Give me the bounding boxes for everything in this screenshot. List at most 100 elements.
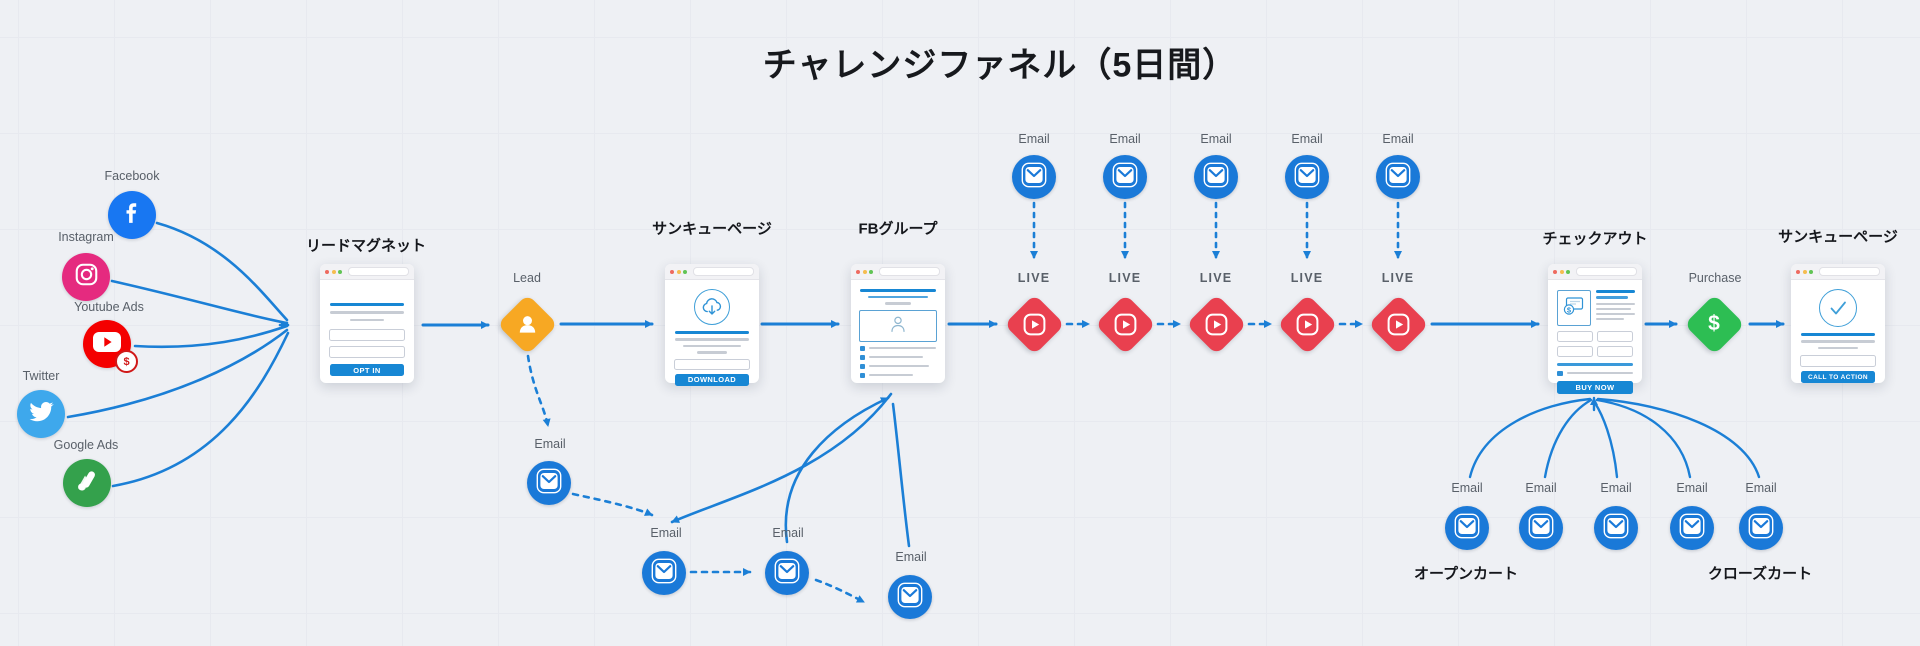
window-controls xyxy=(1548,264,1642,280)
cloud-download-icon xyxy=(694,289,730,325)
live-play-icon xyxy=(1296,313,1319,336)
address-bar xyxy=(1818,267,1880,276)
cta-field xyxy=(1800,355,1876,367)
twitter-node[interactable] xyxy=(17,390,65,438)
nurture-email-2-label: Email xyxy=(772,526,804,540)
instagram-icon xyxy=(73,261,100,293)
address-bar xyxy=(692,267,754,276)
live-day4-email-node[interactable] xyxy=(1285,155,1329,199)
checkout-field xyxy=(1597,346,1633,357)
cart-email-5-node[interactable] xyxy=(1739,506,1783,550)
connector-facebook-to-leadmagnet xyxy=(155,221,289,322)
download-field xyxy=(674,358,750,370)
purchase-dollar-icon: $ xyxy=(1708,312,1720,335)
connector-lead-to-email xyxy=(526,354,551,428)
window-controls xyxy=(320,264,414,280)
checkout-field xyxy=(1557,331,1593,342)
connector-twitter-to-leadmagnet xyxy=(66,328,289,419)
nurture-email-3-node[interactable] xyxy=(888,575,932,619)
cart-email-1-node[interactable] xyxy=(1445,506,1489,550)
nurture-email-3-label: Email xyxy=(895,550,927,564)
youtube-ads-node[interactable]: $ xyxy=(83,320,138,373)
thank-you-final-content: CALL TO ACTION xyxy=(1791,280,1885,383)
connector-cartemail2-to-checkout xyxy=(1543,398,1593,479)
lead-magnet-window[interactable]: OPT IN xyxy=(320,264,414,383)
live-day1-email-node[interactable] xyxy=(1012,155,1056,199)
connector-cartemail1-to-checkout xyxy=(1468,397,1592,479)
live-day1-email-label: Email xyxy=(1018,132,1050,146)
live-day2-node[interactable] xyxy=(1094,293,1156,355)
thank-you-final-window[interactable]: CALL TO ACTION xyxy=(1791,264,1885,383)
price-tag-icon: $ xyxy=(1562,295,1586,322)
connector-instagram-to-leadmagnet xyxy=(110,279,289,325)
thank-you-download-label: サンキューページ xyxy=(652,220,772,238)
connector-youtube-to-leadmagnet xyxy=(133,324,289,349)
purchase-node[interactable]: $ xyxy=(1683,293,1745,355)
email-icon xyxy=(1021,162,1047,193)
live-day5-email-node[interactable] xyxy=(1376,155,1420,199)
live-day2-email-node[interactable] xyxy=(1103,155,1147,199)
connector-googleads-to-leadmagnet xyxy=(111,331,290,488)
thank-you-download-window[interactable]: DOWNLOAD xyxy=(665,264,759,386)
live-day5-email-label: Email xyxy=(1382,132,1414,146)
live-day4-node[interactable] xyxy=(1276,293,1338,355)
fb-group-window[interactable] xyxy=(851,264,945,383)
email-icon xyxy=(1454,513,1480,544)
email-icon xyxy=(1294,162,1320,193)
cart-email-4-node[interactable] xyxy=(1670,506,1714,550)
address-bar xyxy=(1575,267,1637,276)
live-play-icon xyxy=(1387,313,1410,336)
email-icon xyxy=(651,558,677,589)
google-ads-label: Google Ads xyxy=(53,438,119,452)
group-member-box xyxy=(859,309,937,342)
connector-cartemail4-to-checkout xyxy=(1595,398,1692,479)
cart-email-4-label: Email xyxy=(1676,481,1708,495)
optin-field xyxy=(329,329,405,341)
connector-fbgroup-to-nurture1 xyxy=(670,392,893,524)
call-to-action-button: CALL TO ACTION xyxy=(1801,371,1875,383)
dollar-badge-icon: $ xyxy=(115,350,138,373)
nurture-email-1-node[interactable] xyxy=(642,551,686,595)
checkout-window[interactable]: $ BUY NOW xyxy=(1548,264,1642,394)
live-day3-label: LIVE xyxy=(1199,271,1233,285)
optin-field-2 xyxy=(329,346,405,358)
lead-magnet-content: OPT IN xyxy=(320,280,414,376)
live-day2-label: LIVE xyxy=(1108,271,1142,285)
facebook-node[interactable] xyxy=(108,191,156,239)
live-play-icon xyxy=(1023,313,1046,336)
google-ads-node[interactable] xyxy=(63,459,111,507)
cart-email-3-node[interactable] xyxy=(1594,506,1638,550)
live-day3-email-node[interactable] xyxy=(1194,155,1238,199)
lead-magnet-label: リードマグネット xyxy=(305,237,427,255)
live-day5-label: LIVE xyxy=(1381,271,1415,285)
instagram-node[interactable] xyxy=(62,253,110,301)
product-box: $ xyxy=(1557,290,1591,326)
fb-group-content xyxy=(851,280,945,378)
checkout-field xyxy=(1597,331,1633,342)
live-day1-node[interactable] xyxy=(1003,293,1065,355)
lead-email-node[interactable] xyxy=(527,461,571,505)
live-play-icon xyxy=(1205,313,1228,336)
live-day2-email-label: Email xyxy=(1109,132,1141,146)
lead-email-label: Email xyxy=(534,437,566,451)
live-day3-node[interactable] xyxy=(1185,293,1247,355)
live-day3-email-label: Email xyxy=(1200,132,1232,146)
email-icon xyxy=(536,468,562,499)
email-icon xyxy=(1603,513,1629,544)
email-icon xyxy=(1528,513,1554,544)
address-bar xyxy=(878,267,940,276)
connector-nurture3-to-fbgroup xyxy=(891,402,911,548)
email-icon xyxy=(897,582,923,613)
live-day4-email-label: Email xyxy=(1291,132,1323,146)
cart-email-2-node[interactable] xyxy=(1519,506,1563,550)
nurture-email-2-node[interactable] xyxy=(765,551,809,595)
nurture-email-1-label: Email xyxy=(650,526,682,540)
instagram-label: Instagram xyxy=(58,230,114,244)
email-icon xyxy=(1203,162,1229,193)
youtube-ads-label: Youtube Ads xyxy=(74,300,144,314)
lead-node[interactable] xyxy=(496,293,558,355)
live-day5-node[interactable] xyxy=(1367,293,1429,355)
cart-email-2-label: Email xyxy=(1525,481,1557,495)
